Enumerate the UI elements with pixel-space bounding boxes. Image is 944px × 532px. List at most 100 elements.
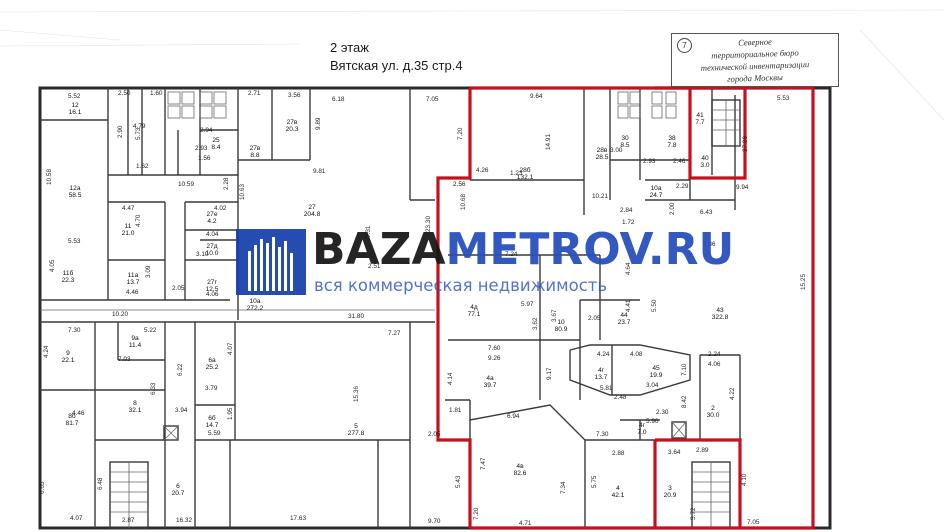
dimension-label: 6.65: [39, 481, 46, 494]
room-area: 28.5: [596, 154, 609, 161]
dimension-label: 5.75: [591, 475, 598, 488]
room-number: 10: [557, 319, 565, 326]
dimension-label: 6.94: [507, 413, 520, 420]
dimension-label: 1.95: [227, 407, 234, 420]
room-number: 4г: [639, 422, 646, 429]
dimension-label: 7.10: [681, 363, 688, 376]
dimension-label: 1.81: [449, 407, 462, 414]
dimension-label: 6.33: [150, 382, 157, 395]
room-number: 9а: [131, 335, 139, 342]
dimension-label: 7.34: [560, 481, 567, 494]
room-area: 11.4: [129, 342, 142, 349]
dimension-label: 15.25: [800, 274, 807, 290]
room-area: 13.7: [595, 374, 608, 381]
room-number: 4г: [598, 367, 605, 374]
dimension-label: 4.10: [741, 473, 748, 486]
dimension-label: 7.30: [68, 327, 81, 334]
dimension-label: 4.06: [708, 361, 721, 368]
dimension-label: 15.36: [353, 386, 360, 402]
dimension-label: 10.63: [239, 184, 246, 200]
room-number: 4д: [470, 304, 478, 311]
bti-stamp: 7 Северное территориальное бюро техничес…: [671, 33, 839, 87]
dimension-label: 2.50: [118, 90, 131, 97]
room-area: 10.0: [206, 250, 219, 257]
dimension-label: 2.29: [676, 183, 689, 190]
room-number: 11а: [128, 272, 139, 279]
dimension-label: 9.81: [313, 168, 326, 175]
room-number: 6б: [208, 414, 216, 422]
dimension-label: 1.23: [510, 170, 523, 177]
dimension-label: 7.30: [596, 431, 609, 438]
room-number: 11б: [63, 269, 74, 277]
room-area: 3.0: [700, 162, 709, 169]
room-area: 24.7: [650, 192, 663, 199]
room-number: 6а: [208, 357, 216, 364]
brand-part-1: BAZA: [312, 224, 446, 275]
dimension-label: 4.06: [206, 291, 219, 298]
room-area: 12.5: [206, 286, 219, 293]
room-area: 81.7: [66, 420, 79, 427]
dimension-label: 7.60: [488, 345, 501, 352]
room-area: 20.3: [286, 126, 299, 133]
dimension-label: 1.72: [622, 219, 635, 226]
room-number: 2: [711, 405, 715, 412]
watermark-brand: BAZAMETROV.RU: [312, 224, 734, 275]
dimension-label: 6.22: [177, 363, 184, 376]
room-area: 21.0: [122, 230, 135, 237]
dimension-label: 37.86: [742, 136, 749, 152]
room-area: 14.7: [206, 422, 219, 429]
room-area: 322.8: [712, 314, 729, 321]
dimension-label: 1.56: [198, 155, 211, 162]
room-number: 5: [354, 423, 358, 430]
dimension-label: 2.05: [428, 431, 441, 438]
dimension-label: 4.26: [476, 167, 489, 174]
dimension-label: 3.00: [610, 147, 623, 154]
room-number: 27д: [206, 243, 217, 250]
dimension-label: 3.64: [668, 449, 681, 456]
dimension-label: 6.48: [97, 477, 104, 490]
dimension-label: 2.93: [643, 158, 656, 165]
room-number: 44: [620, 312, 628, 319]
room-area: 8.8: [250, 152, 259, 159]
room-number: 4а: [486, 375, 494, 382]
room-area: 77.1: [468, 311, 481, 318]
dimension-label: 7.47: [480, 457, 487, 470]
dimension-label: 5.81: [600, 385, 613, 392]
dimension-label: 4.64: [625, 262, 632, 275]
room-number: 27в: [250, 145, 261, 152]
dimension-label: 1.60: [150, 90, 163, 97]
dimension-label: 4.04: [206, 231, 219, 238]
room-number: 10а: [650, 185, 661, 192]
room-labels: 1216.112а58.51121.011б22.311а13.710а272.…: [62, 102, 729, 499]
dimension-label: 7.24: [505, 251, 518, 258]
building-walls: [38, 86, 832, 530]
dimension-label: 4.24: [597, 351, 610, 358]
dimension-label: 2.71: [248, 90, 261, 97]
room-area: 32.1: [129, 407, 142, 414]
dimension-label: 3.94: [175, 407, 188, 414]
dimension-label: 2.00: [669, 202, 676, 215]
room-area: 82.6: [514, 470, 527, 477]
dimension-label: 4.70: [135, 214, 142, 227]
room-area: 20.7: [172, 490, 185, 497]
room-number: 8: [133, 400, 137, 407]
room-number: 8б: [68, 412, 76, 420]
dimension-label: 7.05: [747, 519, 760, 526]
dimension-label: 5.90: [646, 418, 659, 425]
room-area: 13.7: [127, 279, 140, 286]
dimension-label: 3.09: [145, 265, 152, 278]
room-area: 16.1: [69, 109, 82, 116]
dimension-label: 6.43: [700, 209, 713, 216]
dimension-label: 3.62: [532, 317, 539, 330]
dimension-label: 5.22: [144, 327, 157, 334]
room-area: 39.7: [484, 382, 497, 389]
dimension-label: 10.68: [460, 194, 467, 210]
dimension-label: 4.24: [43, 345, 50, 358]
dimension-label: 3.56: [288, 92, 301, 99]
dimension-label: 14.91: [545, 134, 552, 150]
dimension-label: 2.46: [673, 158, 686, 165]
dimension-label: 5.50: [651, 299, 658, 312]
room-number: 4в: [516, 463, 524, 470]
dimension-label: 4.07: [227, 342, 234, 355]
